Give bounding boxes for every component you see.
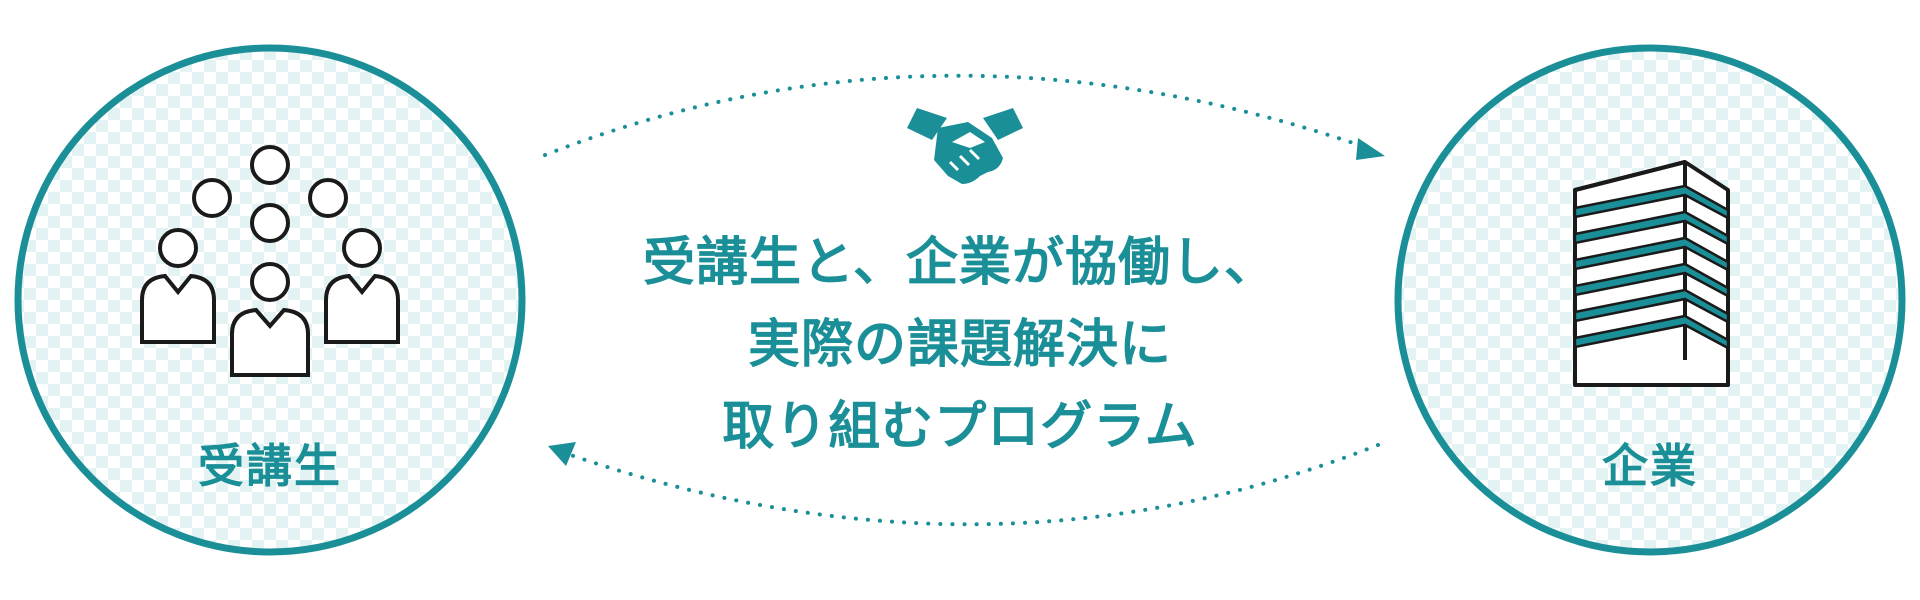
description-line-3: 取り組むプログラム	[722, 397, 1198, 457]
arrow-to-company	[543, 73, 1385, 160]
arrow-to-students	[548, 442, 1380, 527]
handshake-icon	[907, 108, 1023, 184]
description-line-1: 受講生と、企業が協働し、	[643, 233, 1277, 293]
group-people-icon	[140, 145, 400, 377]
company-label: 企業	[1602, 439, 1698, 493]
students-label: 受講生	[198, 439, 342, 493]
description-line-2: 実際の課題解決に	[747, 315, 1172, 375]
program-description: 受講生と、企業が協働し、 実際の課題解決に 取り組むプログラム	[560, 222, 1360, 468]
office-building-icon	[1573, 160, 1730, 387]
